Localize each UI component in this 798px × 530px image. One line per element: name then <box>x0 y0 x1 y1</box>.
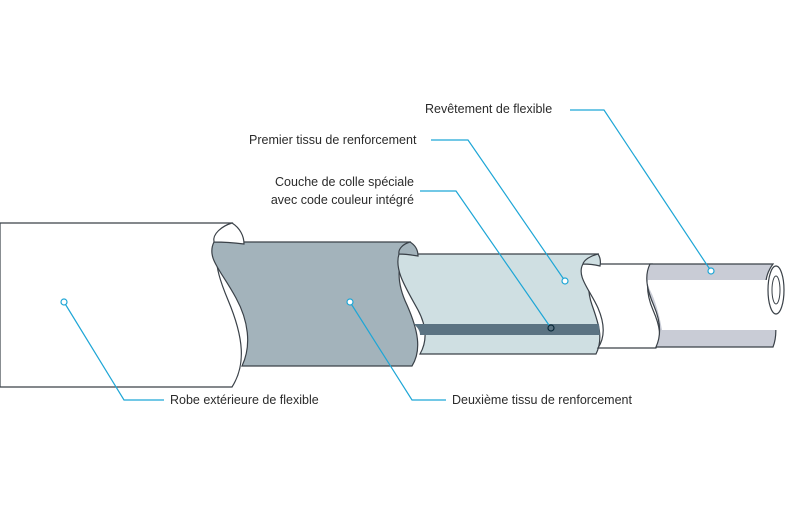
label-adhesive-line1: Couche de colle spéciale <box>275 175 414 189</box>
first-reinforcement-layer <box>397 253 601 355</box>
tube-end-inner <box>771 275 781 305</box>
leader-line-tube-lining <box>570 109 712 272</box>
color-code-stripe <box>414 324 600 335</box>
label-adhesive-line2: avec code couleur intégré <box>270 193 414 207</box>
leader-dot-outer-cover <box>60 298 68 306</box>
tube-lining-inner-band <box>647 280 778 330</box>
outer-cover-layer <box>0 222 242 388</box>
inner-white-layer <box>580 263 661 349</box>
leader-dot-first-reinforcement <box>561 277 569 285</box>
second-reinforcement-layer <box>211 241 419 367</box>
leader-dot-tube-lining <box>707 267 715 275</box>
label-first-reinforcement: Premier tissu de renforcement <box>249 133 417 147</box>
first-reinforcement-curl <box>582 253 601 267</box>
second-reinforcement-curl <box>398 241 419 257</box>
leader-line-outer-cover <box>63 301 164 401</box>
outer-cover-curl <box>213 222 245 245</box>
leader-dot-second-reinforcement <box>346 298 354 306</box>
label-second-reinforcement: Deuxième tissu de renforcement <box>452 393 632 407</box>
leader-line-adhesive <box>420 190 552 329</box>
leader-line-first-reinforcement <box>431 139 566 282</box>
label-outer-cover: Robe extérieure de flexible <box>170 393 319 407</box>
leader-line-second-reinforcement <box>349 301 446 401</box>
label-tube-lining: Revêtement de flexible <box>425 102 553 116</box>
leader-dot-adhesive <box>547 324 555 332</box>
